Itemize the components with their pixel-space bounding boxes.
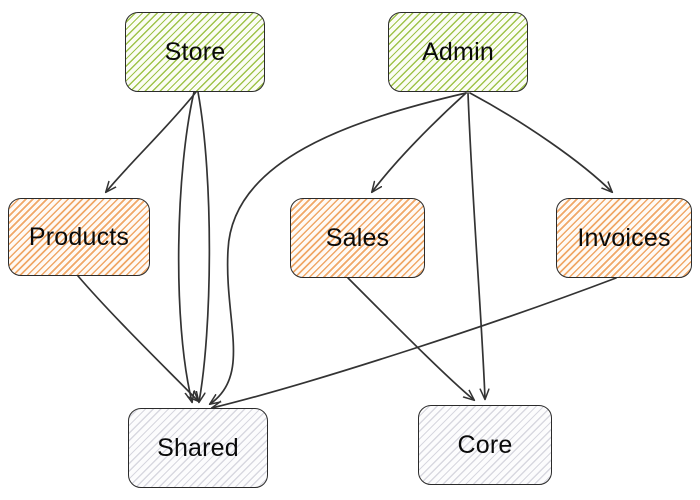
edge-admin-core <box>467 92 485 399</box>
edge-store-products <box>106 91 197 192</box>
edge-admin-sales <box>372 92 467 192</box>
node-products[interactable]: Products <box>8 198 150 276</box>
node-label-admin: Admin <box>422 37 494 66</box>
edge-products-shared <box>77 275 198 401</box>
edge-admin-shared <box>210 92 467 404</box>
node-shared[interactable]: Shared <box>128 408 268 488</box>
edge-sales-core <box>347 277 474 400</box>
node-label-invoices: Invoices <box>577 223 671 252</box>
edge-store-shared-b <box>198 91 211 402</box>
node-store[interactable]: Store <box>125 12 265 92</box>
node-label-core: Core <box>457 430 513 459</box>
node-label-products: Products <box>28 222 130 251</box>
node-label-sales: Sales <box>325 223 390 252</box>
node-invoices[interactable]: Invoices <box>556 198 692 278</box>
node-admin[interactable]: Admin <box>388 12 528 92</box>
edge-admin-invoices <box>469 92 612 192</box>
node-label-shared: Shared <box>157 433 239 462</box>
node-sales[interactable]: Sales <box>290 198 425 278</box>
edge-invoices-shared <box>212 277 617 408</box>
edge-store-shared-a <box>177 91 195 402</box>
node-core[interactable]: Core <box>418 405 552 485</box>
node-label-store: Store <box>164 37 226 66</box>
